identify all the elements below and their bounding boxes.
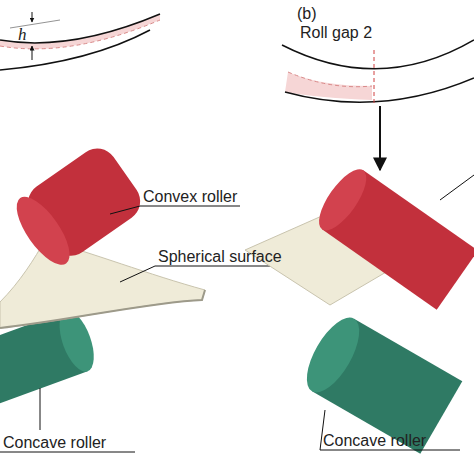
concave-roller bbox=[296, 310, 462, 454]
leader-line bbox=[440, 175, 474, 200]
gap-shading bbox=[0, 14, 160, 49]
panel-label: (b) bbox=[297, 5, 317, 23]
part-label: Spherical surface bbox=[158, 248, 282, 266]
leader-line bbox=[120, 266, 155, 282]
view-arrow bbox=[379, 106, 381, 170]
center-line bbox=[374, 50, 375, 104]
leader-line bbox=[0, 452, 135, 453]
tangent-line bbox=[10, 20, 60, 28]
dimension-label: h bbox=[18, 26, 27, 45]
sheet-edge bbox=[0, 290, 205, 328]
part-label: Convex roller bbox=[143, 188, 237, 206]
leader-line bbox=[140, 206, 240, 207]
gap-dashed-curve bbox=[288, 72, 372, 87]
section-title: Roll gap 2 bbox=[300, 24, 372, 42]
leader-line bbox=[40, 388, 41, 430]
dimension-arrow bbox=[32, 12, 33, 22]
convex-roller bbox=[7, 141, 148, 273]
part-label: Concave roller bbox=[323, 432, 426, 450]
roll-gap-lower-curve bbox=[285, 78, 474, 102]
roll-gap-upper-curve bbox=[282, 40, 474, 69]
leader-line bbox=[320, 450, 460, 451]
convex-roller bbox=[311, 162, 474, 309]
dimension-arrow bbox=[32, 46, 33, 60]
part-label: Concave roller bbox=[3, 434, 106, 452]
gap-dashed-curve bbox=[0, 20, 160, 49]
leader-line bbox=[110, 206, 140, 214]
